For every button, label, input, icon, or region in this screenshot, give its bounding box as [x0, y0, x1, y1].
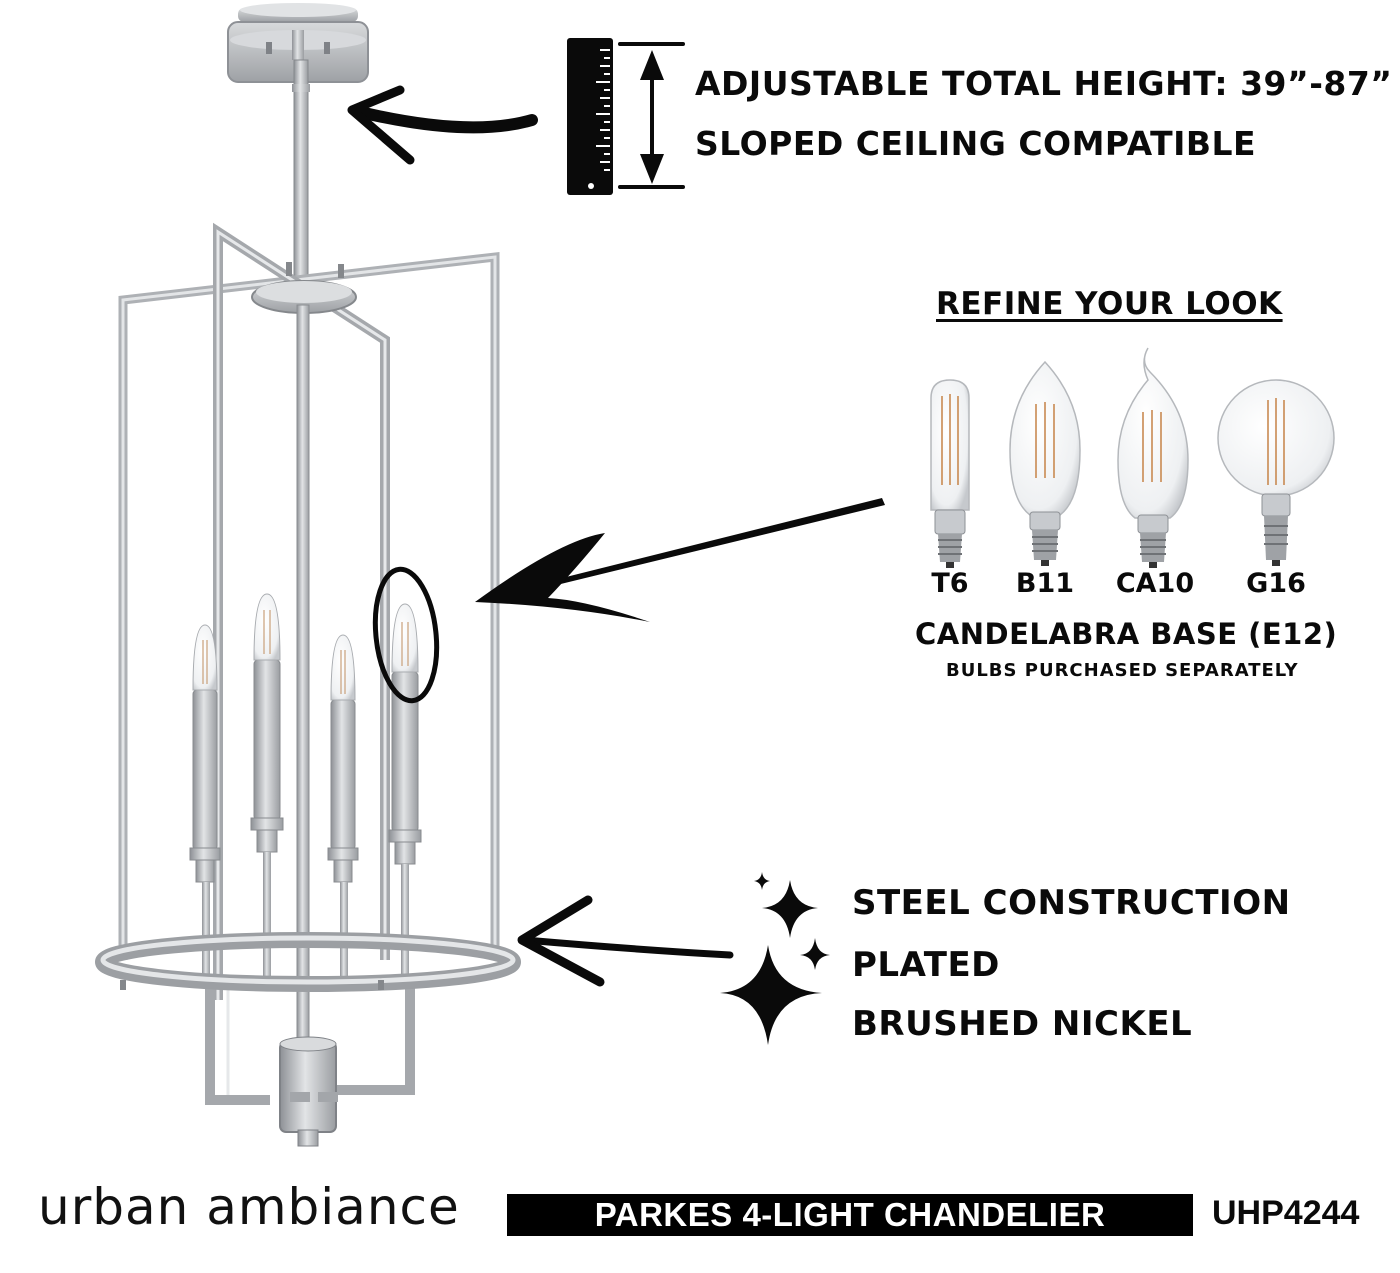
bulb-label-ca10: CA10 — [1115, 568, 1195, 599]
feature-steel-construction: STEEL CONSTRUCTION — [852, 883, 1291, 923]
sparkle-icon — [720, 872, 830, 1045]
bottom-ring — [95, 932, 521, 992]
bulb-label-b11: B11 — [1015, 568, 1075, 599]
brand-logo: urban ambiance — [38, 1178, 460, 1236]
bulbs-separately-note: BULBS PURCHASED SEPARATELY — [946, 660, 1299, 681]
tubular-bulb-icon — [930, 379, 970, 568]
chandelier-illustration — [95, 3, 521, 1147]
product-name: PARKES 4-LIGHT CHANDELIER — [594, 1196, 1106, 1233]
bulb-label-t6: T6 — [931, 568, 969, 599]
sloped-ceiling-text: SLOPED CEILING COMPATIBLE — [695, 124, 1257, 163]
flame-tip-bulb-icon — [1117, 347, 1189, 568]
product-sku: UHP4244 — [1212, 1194, 1360, 1232]
down-rod — [293, 59, 309, 281]
torpedo-bulb-icon — [1009, 360, 1081, 566]
refine-look-title: REFINE YOUR LOOK — [936, 286, 1283, 322]
candelabra-base-text: CANDELABRA BASE (E12) — [915, 617, 1338, 651]
highlight-circle — [372, 566, 440, 704]
bottom-hub — [279, 1036, 338, 1147]
feature-brushed-nickel: BRUSHED NICKEL — [852, 1004, 1193, 1044]
height-spec-text: ADJUSTABLE TOTAL HEIGHT: 39”-87” — [695, 64, 1393, 103]
feature-plated: PLATED — [852, 945, 1000, 985]
arrow-to-ring — [517, 895, 734, 987]
candle-sockets — [189, 593, 422, 982]
arrow-to-canopy — [347, 85, 538, 165]
product-name-bar: PARKES 4-LIGHT CHANDELIER — [507, 1194, 1193, 1236]
ruler-height-icon — [567, 38, 685, 195]
globe-bulb-icon — [1217, 379, 1335, 566]
bulb-label-g16: G16 — [1246, 568, 1306, 599]
ceiling-canopy — [227, 3, 369, 83]
arrow-to-bulb — [475, 498, 885, 622]
